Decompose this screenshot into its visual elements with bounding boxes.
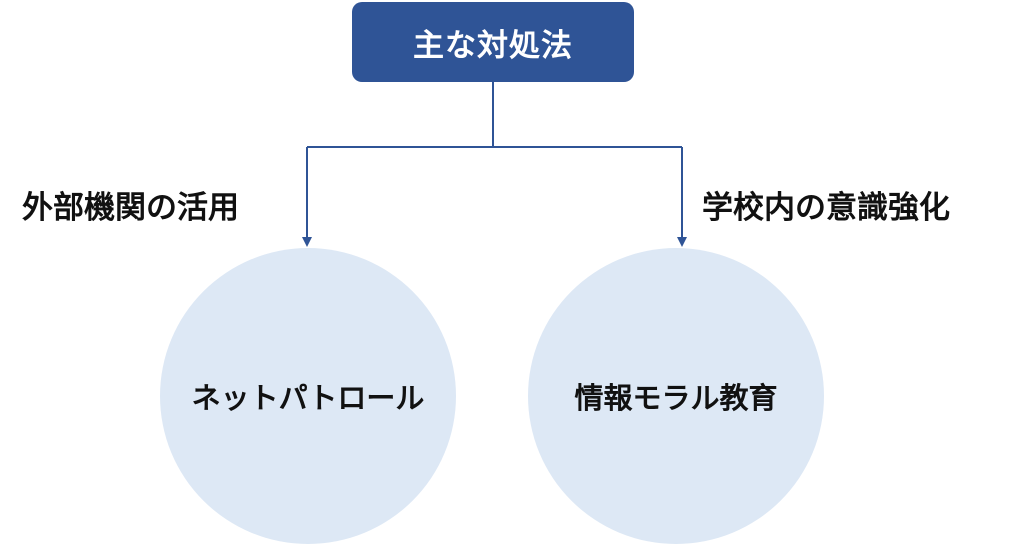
left-circle-label: ネットパトロール: [191, 381, 425, 415]
left-branch-label: 外部機関の活用: [22, 190, 239, 226]
root-node: 主な対処法: [352, 2, 634, 82]
right-circle-node: 情報モラル教育: [528, 248, 824, 544]
left-circle-node: ネットパトロール: [160, 248, 456, 544]
root-node-label: 主な対処法: [413, 27, 573, 64]
right-branch-label: 学校内の意識強化: [702, 190, 950, 226]
right-circle-label: 情報モラル教育: [574, 381, 778, 415]
